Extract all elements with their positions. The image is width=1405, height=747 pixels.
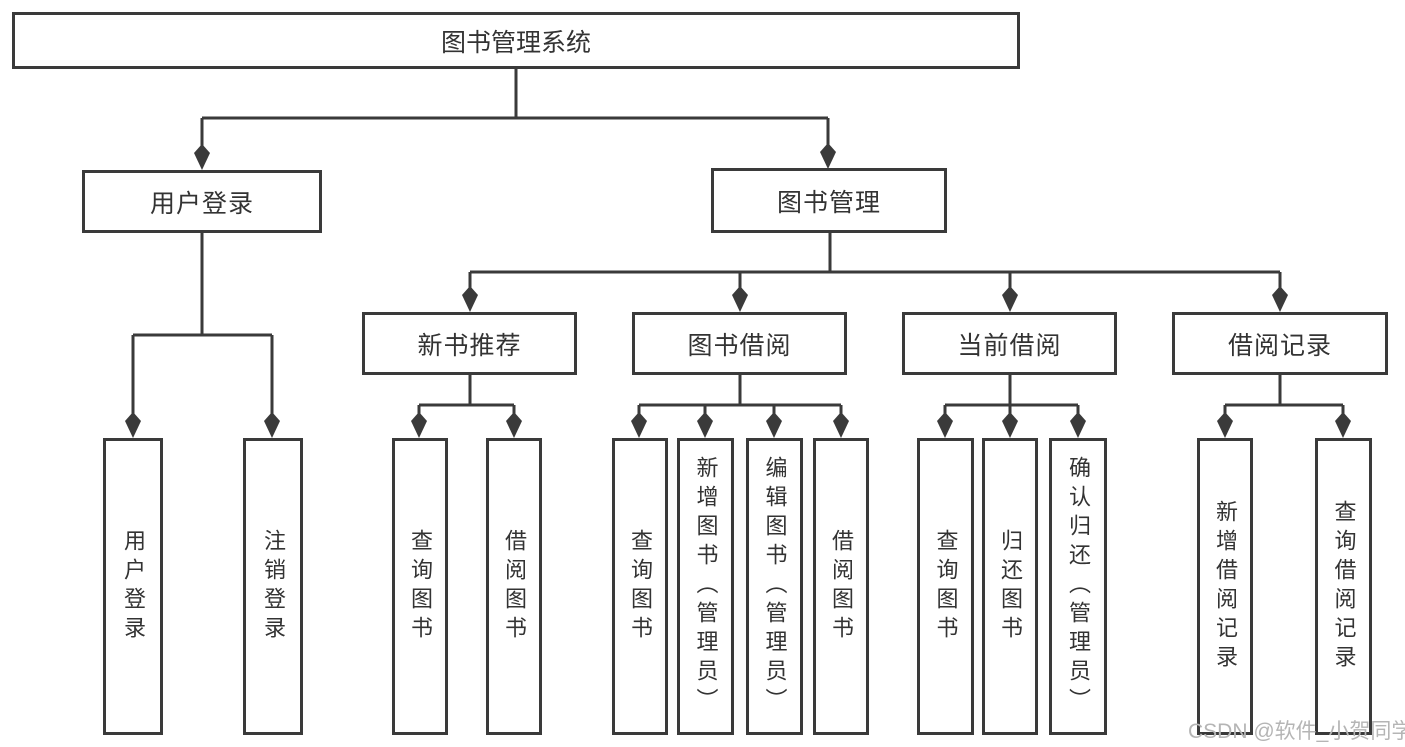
node-label: 归还图书 (998, 528, 1023, 645)
node-user-login-module: 用户登录 (82, 170, 322, 233)
node-label: 查询借阅记录 (1331, 499, 1357, 674)
node-label: 查询图书 (933, 528, 959, 645)
node-add-borrow-record: 新增借阅记录 (1197, 438, 1253, 735)
node-return-book: 归还图书 (982, 438, 1038, 735)
node-label: 用户登录 (149, 189, 254, 218)
node-query-books-borrow: 查询图书 (612, 438, 668, 735)
node-label: 新书推荐 (417, 331, 522, 360)
node-borrow-books: 借阅图书 (813, 438, 869, 735)
node-label: 当前借阅 (957, 331, 1062, 360)
node-confirm-return-admin: 确认归还（管理员） (1049, 438, 1107, 735)
node-query-books-recommend: 查询图书 (392, 438, 448, 735)
node-label: 新增借阅记录 (1213, 499, 1238, 674)
node-label: 新增图书（管理员） (693, 456, 719, 717)
node-label: 借阅记录 (1227, 331, 1332, 360)
node-library-system: 图书管理系统 (12, 12, 1020, 69)
node-logout: 注销登录 (243, 438, 303, 735)
node-query-books-current: 查询图书 (917, 438, 974, 735)
node-new-book-recommend: 新书推荐 (362, 312, 577, 375)
node-query-borrow-record: 查询借阅记录 (1315, 438, 1372, 735)
node-label: 图书管理 (776, 188, 881, 217)
node-add-book-admin: 新增图书（管理员） (677, 438, 734, 735)
node-label: 借阅图书 (829, 528, 854, 645)
node-label: 查询图书 (628, 528, 653, 645)
node-label: 借阅图书 (502, 528, 527, 645)
arrowhead-icons (125, 143, 1351, 438)
node-edit-book-admin: 编辑图书（管理员） (746, 438, 803, 735)
node-book-borrowing: 图书借阅 (632, 312, 847, 375)
node-label: 查询图书 (408, 528, 433, 645)
node-label: 图书借阅 (687, 331, 792, 360)
node-user-login: 用户登录 (103, 438, 163, 735)
node-label: 图书管理系统 (440, 28, 591, 57)
node-borrowing-records: 借阅记录 (1172, 312, 1388, 375)
node-label: 编辑图书（管理员） (762, 456, 788, 717)
node-label: 注销登录 (261, 528, 286, 645)
node-borrow-books-recommend: 借阅图书 (486, 438, 542, 735)
node-current-borrowing: 当前借阅 (902, 312, 1117, 375)
node-label: 用户登录 (121, 528, 146, 645)
node-label: 确认归还（管理员） (1066, 456, 1091, 717)
watermark: CSDN @软件_小贺同学 (1188, 720, 1405, 743)
node-book-management: 图书管理 (711, 168, 947, 233)
